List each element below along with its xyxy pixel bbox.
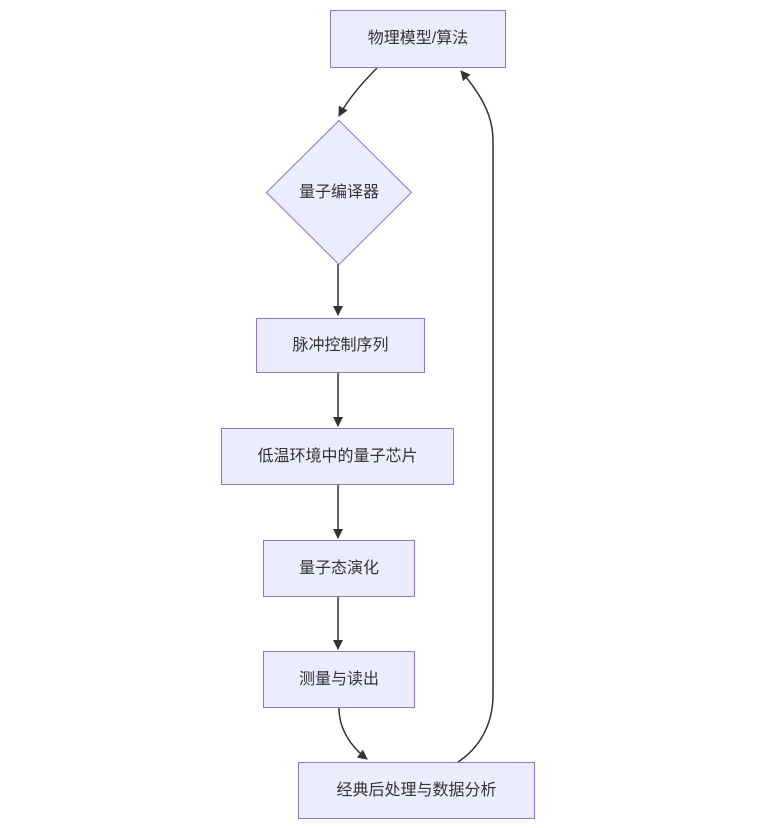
node-classical-postprocessing-analysis: 经典后处理与数据分析 [298, 762, 535, 819]
edge-model-to-compiler [338, 67, 378, 117]
node-quantum-compiler-label: 量子编译器 [298, 183, 379, 201]
node-physical-model-algorithm: 物理模型/算法 [330, 10, 506, 68]
node-pulse-control-sequence: 脉冲控制序列 [256, 318, 425, 373]
edge-postprocess-to-model-feedback [457, 70, 494, 763]
node-measurement-readout: 测量与读出 [263, 651, 415, 708]
node-cryogenic-quantum-chip: 低温环境中的量子芯片 [221, 428, 454, 485]
node-quantum-compiler: 量子编译器 [266, 120, 412, 265]
diamond-shape [266, 120, 412, 265]
edge-measurement-to-postprocess [338, 707, 368, 760]
node-quantum-state-evolution: 量子态演化 [263, 540, 415, 597]
